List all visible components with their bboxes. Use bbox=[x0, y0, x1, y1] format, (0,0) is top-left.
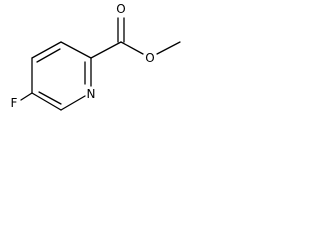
bond-carbonyl-ester-o bbox=[120, 41, 144, 55]
ring-bond-c4-c5-inner bbox=[38, 91, 62, 105]
atom-label-carbonyl-oxygen: O bbox=[116, 2, 125, 16]
atom-label-fluorine: F bbox=[11, 96, 18, 110]
ring-bond-c2-c3 bbox=[31, 41, 62, 59]
bond-c1-carbonyl bbox=[90, 41, 122, 59]
atom-label-ester-oxygen: O bbox=[145, 51, 154, 65]
structure-canvas: F N O O bbox=[0, 0, 219, 138]
ring-bond-c2-c3-inner bbox=[36, 48, 61, 63]
bond-c4-f bbox=[20, 92, 33, 101]
bond-ester-o-methyl bbox=[156, 41, 181, 55]
ring-bond-c5-n bbox=[60, 95, 86, 111]
atom-label-nitrogen: N bbox=[87, 87, 96, 101]
ring-bond-c1-c2 bbox=[60, 41, 92, 59]
ring-bond-c4-c5 bbox=[31, 92, 62, 111]
chemical-structure: F N O O bbox=[11, 2, 181, 111]
